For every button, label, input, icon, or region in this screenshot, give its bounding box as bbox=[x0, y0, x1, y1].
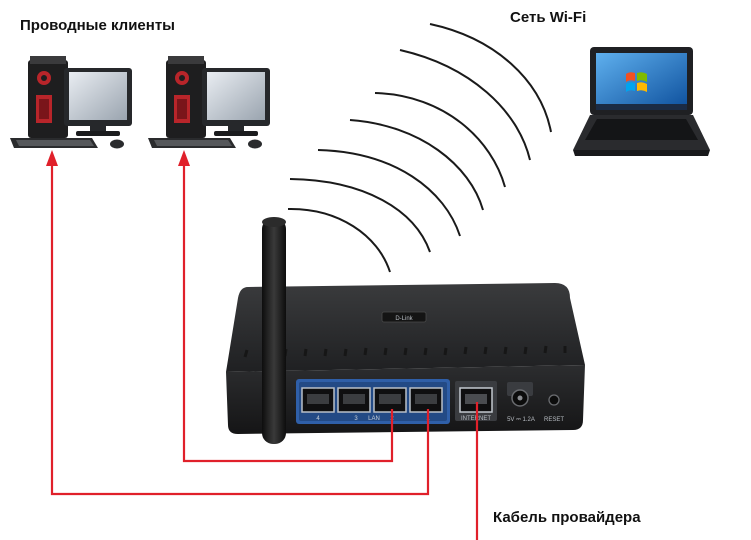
lan-port[interactable] bbox=[337, 387, 371, 413]
wifi-wave bbox=[374, 92, 506, 188]
desktop-computer-icon bbox=[10, 56, 132, 149]
reset-label: RESET bbox=[544, 417, 564, 423]
provider-cable-label: Кабель провайдера bbox=[493, 509, 641, 526]
wifi-wave bbox=[289, 178, 431, 253]
antenna-icon bbox=[262, 217, 286, 444]
lan-group-label: LAN bbox=[368, 416, 380, 422]
wifi-wave bbox=[429, 23, 552, 133]
lan-port[interactable] bbox=[301, 387, 335, 413]
wired-clients-label: Проводные клиенты bbox=[20, 17, 175, 34]
wifi-wave bbox=[349, 119, 484, 211]
wifi-network-label: Сеть Wi-Fi bbox=[510, 9, 587, 26]
wifi-wave bbox=[317, 149, 461, 237]
laptop-icon bbox=[573, 47, 710, 156]
lan-port[interactable] bbox=[409, 387, 443, 413]
lan-port-number: 3 bbox=[354, 416, 358, 422]
router-brand-logo: D-Link bbox=[395, 316, 413, 322]
lan-port[interactable] bbox=[373, 387, 407, 413]
wifi-wave bbox=[399, 49, 531, 161]
arrow-up-icon bbox=[178, 150, 190, 166]
cable-arrows bbox=[46, 150, 190, 166]
wifi-wave bbox=[287, 207, 391, 273]
wifi-waves-icon bbox=[287, 23, 552, 273]
wan-port[interactable] bbox=[455, 381, 497, 421]
power-jack[interactable] bbox=[507, 382, 533, 407]
reset-button[interactable] bbox=[548, 394, 560, 406]
desktop-computer-icon bbox=[148, 56, 270, 149]
power-rating-label: 5V ⎓ 1.2A bbox=[507, 417, 535, 423]
lan-cable-pc2 bbox=[182, 162, 394, 463]
arrow-up-icon bbox=[46, 150, 58, 166]
lan-port-number: 4 bbox=[316, 416, 320, 422]
lan-cable-pc1 bbox=[50, 162, 430, 496]
cable-lines bbox=[50, 162, 479, 540]
router-icon: D-Link 4 3 LAN 2 1 bbox=[226, 217, 585, 444]
